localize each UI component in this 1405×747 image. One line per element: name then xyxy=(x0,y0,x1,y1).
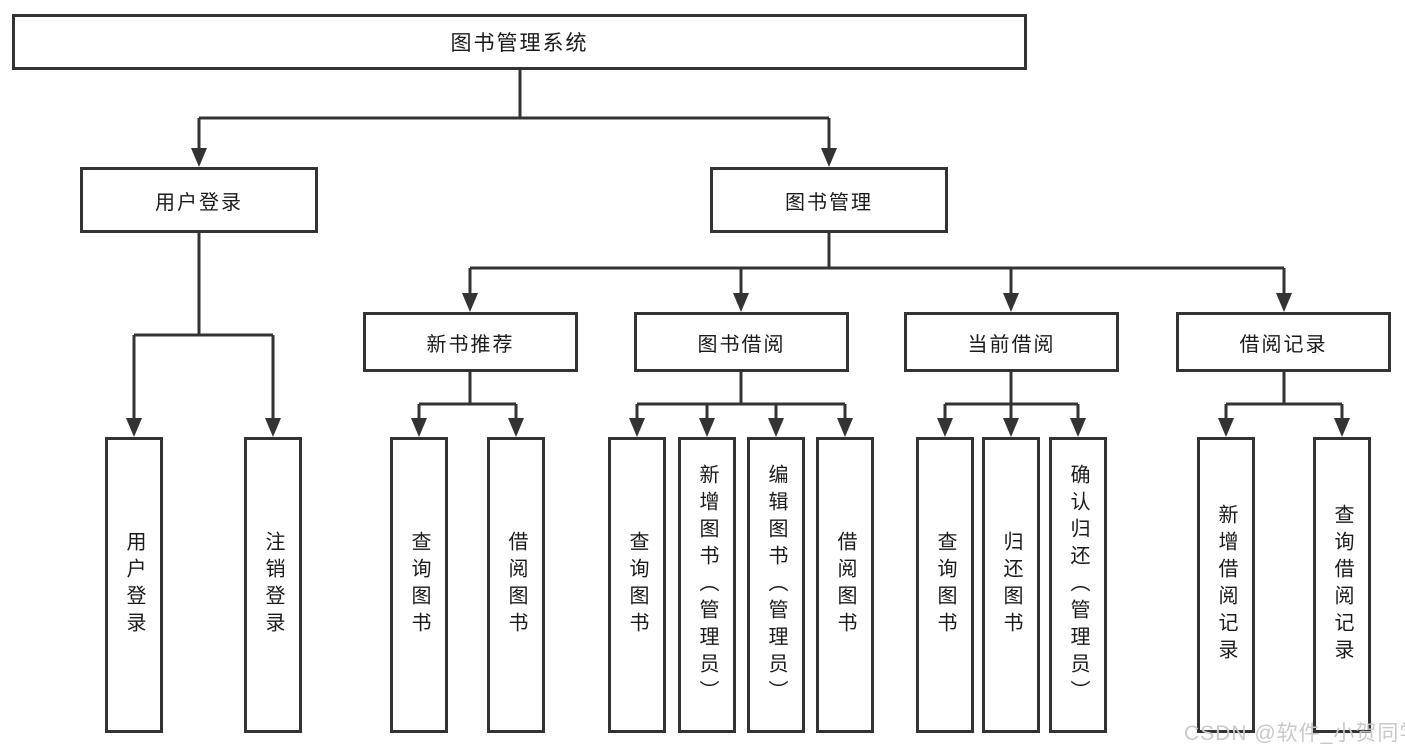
arrow-down-icon xyxy=(1218,418,1234,437)
connector-lines-path xyxy=(132,70,1344,420)
arrow-down-icon xyxy=(265,418,281,437)
node-library-management-system: 图书管理系统 xyxy=(12,14,1027,70)
arrow-down-icon xyxy=(126,418,142,437)
leaf-return-books: 归还图书 xyxy=(982,437,1040,733)
leaf-query-books-current: 查询图书 xyxy=(916,437,974,733)
arrow-down-icon xyxy=(462,293,478,312)
leaf-logout: 注销登录 xyxy=(244,437,302,733)
arrow-down-icon xyxy=(191,148,207,167)
node-user-login: 用户登录 xyxy=(80,167,318,233)
arrow-down-icon xyxy=(1334,418,1350,437)
node-borrowing-records: 借阅记录 xyxy=(1176,312,1391,372)
leaf-borrow-books-recommend: 借阅图书 xyxy=(487,437,545,733)
leaf-borrow-books-borrowing: 借阅图书 xyxy=(816,437,874,733)
arrow-down-icon xyxy=(1070,418,1086,437)
arrow-down-icon xyxy=(937,418,953,437)
arrow-down-icon xyxy=(411,418,427,437)
leaf-confirm-return-admin: 确认归还（管理员） xyxy=(1049,437,1107,733)
arrowheads xyxy=(126,148,1350,437)
node-book-borrowing: 图书借阅 xyxy=(634,312,849,372)
leaf-query-borrow-record: 查询借阅记录 xyxy=(1313,437,1371,733)
arrow-down-icon xyxy=(1276,293,1292,312)
csdn-watermark: CSDN @软件_小贺同学 xyxy=(1184,722,1405,745)
arrow-down-icon xyxy=(733,293,749,312)
leaf-query-books-borrowing: 查询图书 xyxy=(608,437,666,733)
arrow-down-icon xyxy=(821,148,837,167)
arrow-down-icon xyxy=(1003,293,1019,312)
arrow-down-icon xyxy=(629,418,645,437)
leaf-query-books-recommend: 查询图书 xyxy=(390,437,448,733)
arrow-down-icon xyxy=(837,418,853,437)
node-book-management: 图书管理 xyxy=(710,167,948,233)
arrow-down-icon xyxy=(1003,418,1019,437)
arrow-down-icon xyxy=(768,418,784,437)
leaf-add-books-admin: 新增图书（管理员） xyxy=(678,437,736,733)
leaf-user-login: 用户登录 xyxy=(105,437,163,733)
leaf-edit-books-admin: 编辑图书（管理员） xyxy=(747,437,805,733)
node-new-book-recommendation: 新书推荐 xyxy=(363,312,578,372)
node-current-borrowing: 当前借阅 xyxy=(904,312,1119,372)
arrow-down-icon xyxy=(699,418,715,437)
arrow-down-icon xyxy=(508,418,524,437)
leaf-add-borrow-record: 新增借阅记录 xyxy=(1197,437,1255,733)
